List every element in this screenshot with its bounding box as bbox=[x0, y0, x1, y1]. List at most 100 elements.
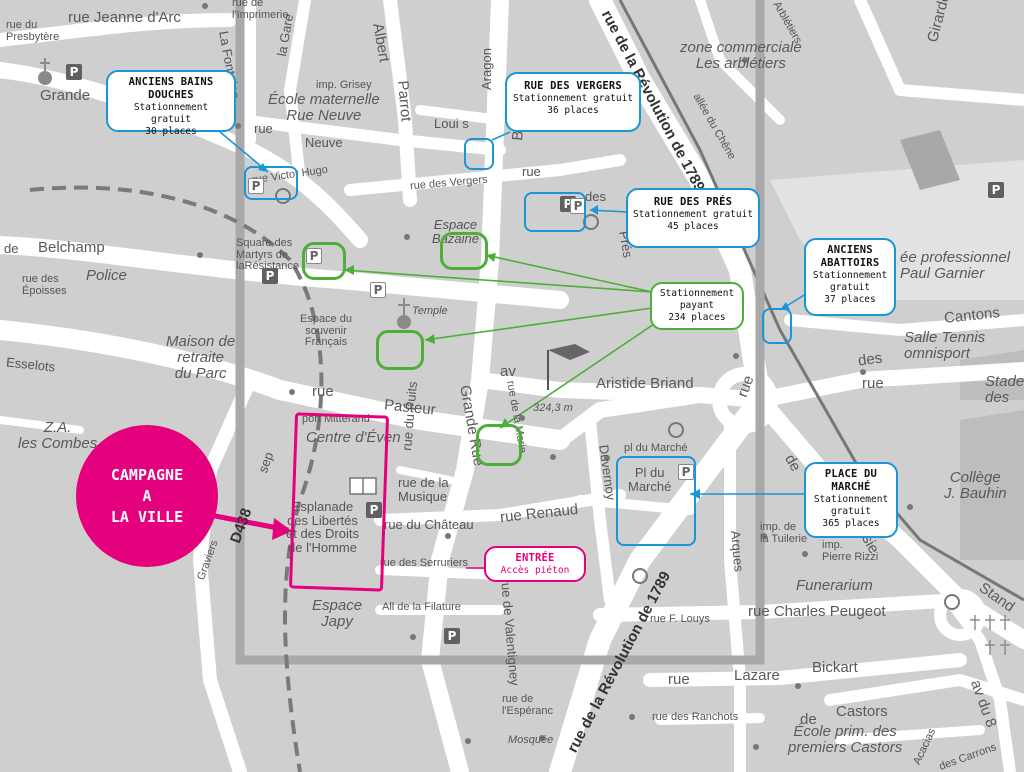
street-label-square-martyrs: Square des Martyrs de laRésistance bbox=[236, 237, 299, 273]
esplanade-label: Esplanade des Libertés et des Droits de … bbox=[286, 499, 359, 555]
parking-zone-rue-des-vergers[interactable] bbox=[464, 138, 494, 170]
street-label-des-east: des bbox=[856, 349, 884, 370]
street-label-epoisses: rue des Époisses bbox=[22, 273, 67, 297]
street-label-louis: Loui s bbox=[434, 116, 469, 131]
street-label-lazare: Lazare bbox=[734, 667, 780, 684]
ecole-maternelle-label: École maternelle Rue Neuve bbox=[268, 91, 380, 124]
street-label-presbytere: rue du Presbytère bbox=[6, 19, 60, 43]
street-label-pierre-rizzi: imp. Pierre Rizzi bbox=[822, 539, 879, 563]
callout-places: 234 places bbox=[668, 311, 726, 323]
street-label-imp-grisey: imp. Grisey bbox=[316, 79, 372, 91]
centre-even-label: Centre d'Éven bbox=[306, 429, 401, 446]
street-label-musique: rue de la Musique bbox=[398, 475, 449, 504]
place-du-marche-label: Pl du Marché bbox=[628, 465, 672, 494]
street-label-aragon: Aragon bbox=[479, 48, 494, 90]
paid-parking-zone-temple[interactable] bbox=[376, 330, 424, 370]
street-label-rue-lazare: rue bbox=[668, 671, 690, 688]
callout-title: ANCIENS BAINS DOUCHES bbox=[128, 76, 214, 102]
callout-rue-des-vergers: RUE DES VERGERS Stationnement gratuit 36… bbox=[505, 72, 641, 132]
parking-icon: P bbox=[988, 182, 1004, 198]
street-label-rue-belfort: rue bbox=[522, 164, 541, 179]
parking-icon: P bbox=[444, 628, 460, 644]
callout-stationnement-payant: Stationnement payant 234 places bbox=[650, 282, 744, 330]
street-label-f-louys: rue F. Louys bbox=[650, 613, 710, 625]
callout-title: Stationnement payant bbox=[659, 288, 735, 311]
street-label-rue-pasteur: rue bbox=[312, 383, 334, 400]
espace-japy-label: Espace Japy bbox=[312, 597, 363, 630]
callout-title: RUE DES PRÉS bbox=[653, 196, 733, 208]
parking-icon: P bbox=[366, 502, 382, 518]
street-label-charles-peugeot: rue Charles Peugeot bbox=[748, 603, 886, 620]
za-combes-label: Z.A. les Combes bbox=[18, 419, 98, 452]
street-label-aristide-briand: Aristide Briand bbox=[596, 375, 694, 392]
callout-title: ENTRÉE bbox=[515, 552, 555, 564]
stade-label: Stade des bbox=[985, 373, 1024, 406]
parking-icon: P bbox=[262, 268, 278, 284]
parking-zone-bains-douches[interactable] bbox=[244, 166, 298, 200]
callout-title: RUE DES VERGERS bbox=[524, 80, 622, 92]
parking-zone-place-du-marche[interactable] bbox=[616, 456, 696, 546]
college-label: Collège J. Bauhin bbox=[944, 469, 1007, 502]
street-label-esperance: rue de l'Espéranc bbox=[502, 693, 554, 717]
street-label-jeanne-darc: rue Jeanne d'Arc bbox=[68, 9, 181, 26]
paid-parking-zone-grande-rue[interactable] bbox=[476, 424, 522, 466]
street-label-filature: All de la Filature bbox=[382, 601, 461, 613]
callout-type: Stationnement gratuit bbox=[812, 270, 888, 294]
street-label-chateau: rue du Château bbox=[384, 517, 474, 532]
street-label-belchamp: Belchamp bbox=[38, 239, 105, 256]
callout-type: Stationnement gratuit bbox=[133, 102, 209, 126]
ecole-castors-label: École prim. des premiers Castors bbox=[788, 723, 903, 756]
campagne-line2: A bbox=[142, 486, 152, 505]
street-label-rue-belchamp: de bbox=[4, 241, 19, 256]
maison-retraite-label: Maison de retraite du Parc bbox=[166, 333, 236, 382]
street-label-des: des bbox=[585, 189, 606, 204]
campagne-line1: CAMPAGNE bbox=[110, 465, 184, 484]
street-label-av: av bbox=[500, 363, 516, 380]
police-label: Police bbox=[86, 267, 127, 284]
paid-parking-zone-square[interactable] bbox=[302, 242, 346, 280]
parking-zone-rue-des-pres[interactable] bbox=[524, 192, 586, 232]
street-label-grande: Grande bbox=[40, 87, 91, 104]
zone-commerciale-label: zone commerciale Les arblétiers bbox=[680, 39, 802, 72]
street-label-port-mitterand: port Mitterand bbox=[302, 413, 370, 425]
callout-anciens-abattoirs: ANCIENS ABATTOIRS Stationnement gratuit … bbox=[804, 238, 896, 316]
parking-icon: P bbox=[66, 64, 82, 80]
callout-rue-des-pres: RUE DES PRÉS Stationnement gratuit 45 pl… bbox=[626, 188, 760, 248]
street-label-rue-east: rue bbox=[862, 375, 884, 392]
callout-type: Stationnement gratuit bbox=[813, 494, 889, 518]
callout-places: 30 places bbox=[145, 126, 197, 137]
lycee-label: ée professionnel Paul Garnier bbox=[900, 249, 1011, 282]
mosquee-label: Mosquée bbox=[508, 734, 554, 746]
street-label-pl-du-marche: pl du Marché bbox=[624, 442, 688, 454]
event-area-esplanade[interactable] bbox=[288, 412, 390, 592]
campagne-line3: LA VILLE bbox=[110, 507, 184, 526]
parking-icon: P bbox=[678, 464, 694, 480]
street-label-castors: Castors bbox=[836, 703, 888, 720]
callout-type: Stationnement gratuit bbox=[512, 93, 634, 105]
salle-omnisport-label: Salle Tennis omnisport bbox=[904, 329, 986, 362]
street-label-rue-neuve-1: rue bbox=[254, 121, 273, 136]
callout-title: PLACE DU MARCHÉ bbox=[824, 468, 878, 494]
callout-entree: ENTRÉE Accès piéton bbox=[484, 546, 586, 582]
street-label-neuve: Neuve bbox=[305, 135, 343, 150]
street-label-serruriers: rue des Serruriers bbox=[380, 557, 469, 569]
street-label-parrot: Parrot bbox=[394, 79, 415, 123]
callout-places: 365 places bbox=[822, 518, 880, 529]
callout-title: ANCIENS ABATTOIRS bbox=[820, 244, 880, 270]
street-label-bickart: Bickart bbox=[812, 659, 858, 676]
parking-icon: P bbox=[370, 282, 386, 298]
callout-anciens-bains-douches: ANCIENS BAINS DOUCHES Stationnement grat… bbox=[106, 70, 236, 137]
altitude-label: 324,3 m bbox=[533, 402, 573, 414]
callout-places: 37 places bbox=[824, 294, 876, 305]
callout-place-du-marche: PLACE DU MARCHÉ Stationnement gratuit 36… bbox=[804, 462, 898, 538]
callout-type: Accès piéton bbox=[500, 565, 570, 577]
street-label-imp-tuilerie: imp. de la Tuilerie bbox=[760, 521, 808, 545]
parking-zone-anciens-abattoirs[interactable] bbox=[762, 308, 792, 344]
callout-places: 36 places bbox=[547, 105, 599, 116]
campagne-a-la-ville-badge: CAMPAGNE A LA VILLE bbox=[76, 425, 218, 567]
callout-places: 45 places bbox=[667, 221, 719, 232]
paid-parking-zone-bazaine[interactable] bbox=[440, 232, 488, 270]
street-label-imprimerie: rue de l'Imprimerie bbox=[232, 0, 289, 21]
parking-icon: P bbox=[248, 178, 264, 194]
